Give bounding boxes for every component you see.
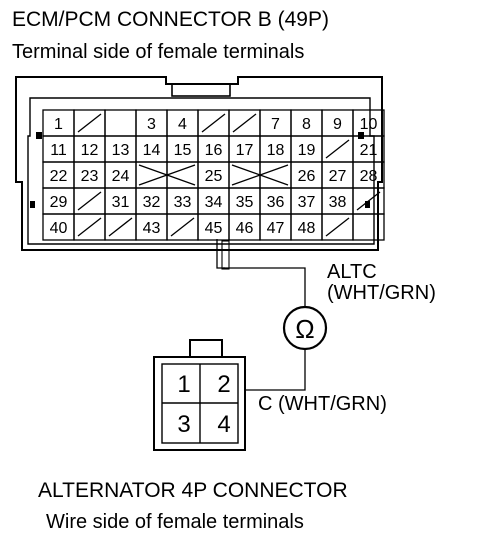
wire-lines	[216, 239, 306, 391]
terminal-number: 1	[54, 116, 63, 133]
terminal-number: 11	[50, 142, 67, 159]
terminal-number: 3	[147, 116, 156, 133]
terminal-cavity	[352, 213, 385, 241]
terminal-number: 36	[267, 194, 285, 211]
empty-terminal-slash	[77, 217, 102, 237]
empty-terminal-slash	[170, 217, 195, 237]
terminal-number: 37	[298, 194, 316, 211]
terminal-number: 31	[112, 194, 130, 211]
terminal-number: 26	[298, 168, 316, 185]
alternator-connector-housing	[153, 339, 246, 451]
empty-terminal-slash	[232, 113, 257, 133]
alt-terminal-3: 3	[177, 411, 190, 438]
empty-terminal-slash	[108, 217, 133, 237]
alternator-connector-subtitle: Wire side of female terminals	[46, 511, 304, 533]
ecm-connector-title: ECM/PCM CONNECTOR B (49P)	[12, 8, 329, 31]
empty-terminal-slash	[356, 191, 381, 211]
key-mark-right	[365, 201, 370, 208]
latch-tab-left	[36, 132, 42, 139]
terminal-number: 21	[360, 142, 378, 159]
terminal-number: 22	[50, 168, 68, 185]
terminal-number: 34	[205, 194, 223, 211]
terminal-number: 19	[298, 142, 316, 159]
terminal-number: 8	[302, 116, 311, 133]
ecm-connector-subtitle: Terminal side of female terminals	[12, 41, 304, 63]
terminal-number: 29	[50, 194, 68, 211]
terminal-number: 14	[143, 142, 161, 159]
terminal-number: 15	[174, 142, 192, 159]
terminal-number: 9	[333, 116, 342, 133]
terminal-number: 10	[360, 116, 378, 133]
terminal-number: 12	[81, 142, 99, 159]
wire-insulation	[221, 240, 230, 270]
terminal-number: 32	[143, 194, 161, 211]
empty-terminal-slash	[325, 217, 350, 237]
ohm-icon: Ω	[295, 314, 314, 344]
terminal-number: 25	[205, 168, 223, 185]
terminal-number: 33	[174, 194, 192, 211]
terminal-number: 16	[205, 142, 223, 159]
empty-terminal-slash	[77, 191, 102, 211]
terminal-number: 43	[143, 220, 161, 237]
alt-terminal-2: 2	[217, 371, 230, 398]
terminal-number: 18	[267, 142, 285, 159]
terminal-cavity	[104, 109, 137, 137]
ecm-connector-housing	[15, 76, 383, 251]
empty-terminal-slash	[325, 139, 350, 159]
c-wire-label: C (WHT/GRN)	[258, 393, 387, 415]
alternator-connector-title: ALTERNATOR 4P CONNECTOR	[38, 479, 348, 502]
terminal-number: 46	[236, 220, 254, 237]
terminal-number: 24	[112, 168, 130, 185]
terminal-number: 13	[112, 142, 130, 159]
ohmmeter-symbol	[282, 305, 328, 351]
terminal-number: 47	[267, 220, 285, 237]
terminal-number: 40	[50, 220, 68, 237]
terminal-number: 28	[360, 168, 378, 185]
terminal-number: 27	[329, 168, 347, 185]
terminal-number: 17	[236, 142, 254, 159]
terminal-number: 7	[271, 116, 280, 133]
terminal-number: 38	[329, 194, 347, 211]
key-mark-left	[30, 201, 35, 208]
terminal-number: 35	[236, 194, 254, 211]
empty-terminal-slash	[201, 113, 226, 133]
alt-terminal-1: 1	[177, 371, 190, 398]
altc-wire-name: ALTC	[327, 261, 377, 283]
terminal-number: 45	[205, 220, 223, 237]
empty-terminal-slash	[77, 113, 102, 133]
altc-wire-color: (WHT/GRN)	[327, 282, 436, 304]
alt-terminal-4: 4	[217, 411, 230, 438]
terminal-number: 48	[298, 220, 316, 237]
terminal-number: 4	[178, 116, 187, 133]
terminal-number: 23	[81, 168, 99, 185]
